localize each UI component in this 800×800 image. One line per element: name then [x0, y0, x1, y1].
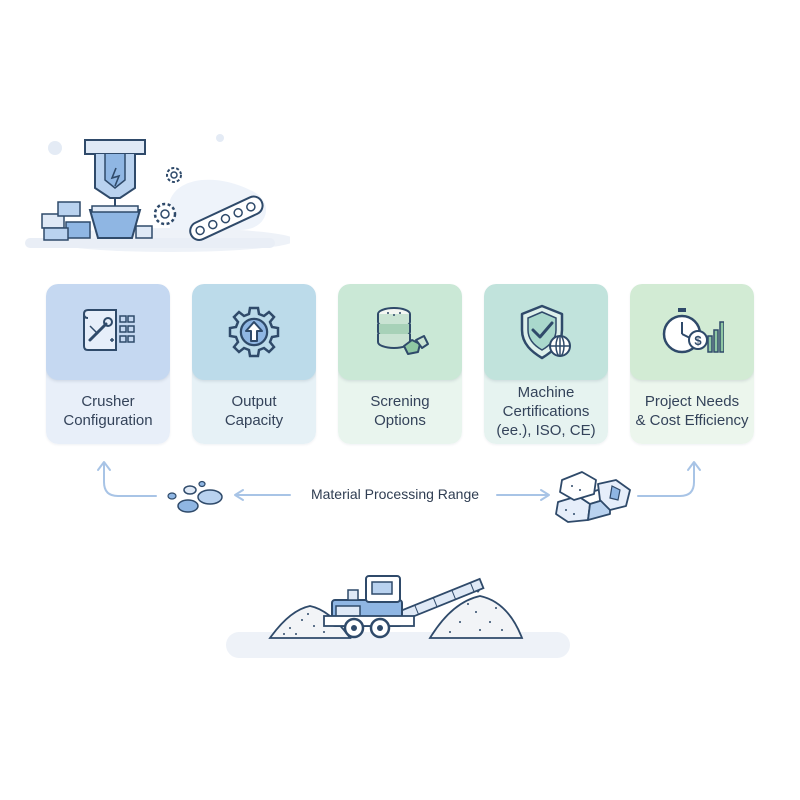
card-machine-certifications-label-area: Machine Certifications (ee.), ISO, CE)	[484, 368, 608, 444]
stacked-discs-stones-icon	[377, 307, 429, 355]
card-project-needs-label: Project Needs & Cost Efficiency	[635, 393, 749, 429]
card-crusher-configuration: Crusher Configuration	[46, 284, 170, 444]
crusher-machine-illustration	[25, 134, 290, 252]
card-output-capacity-label: Output Capacity	[224, 393, 284, 429]
stopwatch-dollar-chart-icon: $	[662, 308, 724, 354]
flow-connectors	[97, 461, 701, 501]
card-output-capacity: Output Capacity	[192, 284, 316, 444]
card-machine-certifications-icon-area	[484, 284, 608, 380]
pebbles-icon	[167, 480, 223, 513]
card-crusher-configuration-icon-area	[46, 284, 170, 380]
card-machine-certifications: Machine Certifications (ee.), ISO, CE)	[484, 284, 608, 444]
card-screening-options: Screning Options	[338, 284, 462, 444]
card-project-needs: Project Needs & Cost Efficiency $	[630, 284, 754, 444]
shield-check-globe-icon	[520, 304, 571, 360]
flow-label: Material Processing Range	[310, 486, 480, 502]
gear-arrow-up-icon	[228, 306, 280, 358]
blueprint-wrench-icon	[83, 309, 135, 351]
mobile-screener-illustration	[226, 575, 570, 658]
card-crusher-configuration-label-area: Crusher Configuration	[46, 368, 170, 444]
card-output-capacity-icon-area	[192, 284, 316, 380]
card-screening-options-icon-area	[338, 284, 462, 380]
card-project-needs-label-area: Project Needs & Cost Efficiency	[630, 368, 754, 444]
card-screening-options-label: Screning Options	[370, 393, 430, 429]
card-machine-certifications-label: Machine Certifications (ee.), ISO, CE)	[496, 383, 596, 439]
stone-blocks-icon	[555, 471, 631, 523]
card-project-needs-icon-area: $	[630, 284, 754, 380]
svg-text:$: $	[694, 333, 702, 348]
card-output-capacity-label-area: Output Capacity	[192, 368, 316, 444]
card-crusher-configuration-label: Crusher Configuration	[63, 393, 153, 429]
card-screening-options-label-area: Screning Options	[338, 368, 462, 444]
